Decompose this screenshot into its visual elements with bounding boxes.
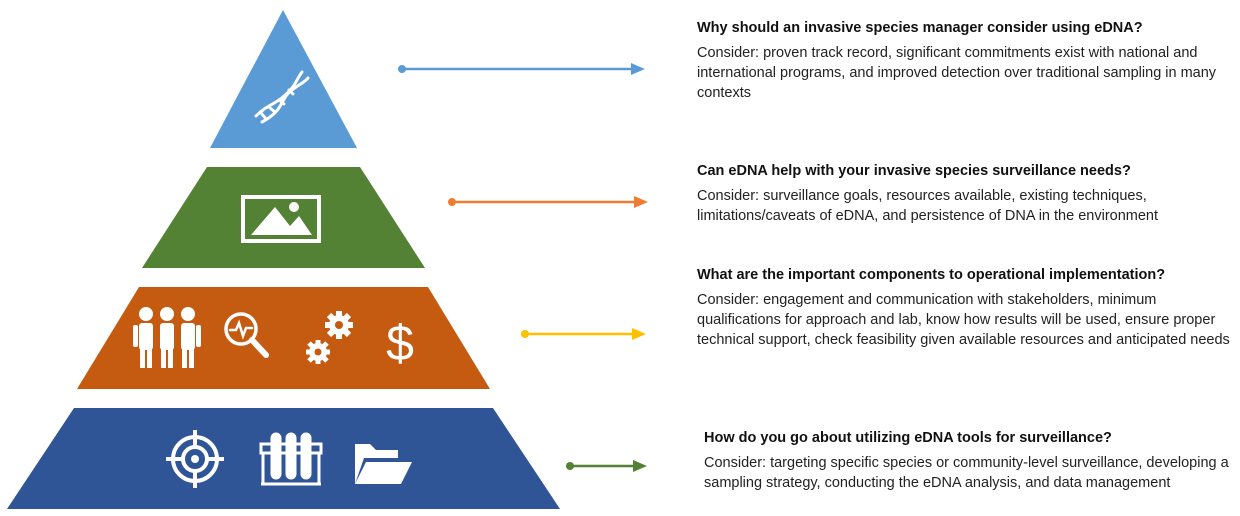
pyramid-tier-4 <box>7 408 560 509</box>
test-tubes-icon <box>259 432 323 486</box>
folder-icon <box>355 444 412 484</box>
tier-3-question: What are the important components to ope… <box>697 267 1166 283</box>
image-icon <box>241 195 321 243</box>
target-center <box>191 455 199 463</box>
tier-1-text: Why should an invasive species manager c… <box>697 19 1237 103</box>
tier-4-question: How do you go about utilizing eDNA tools… <box>704 430 1112 446</box>
pyramid-tier-2 <box>142 167 425 268</box>
tier-4-text: How do you go about utilizing eDNA tools… <box>704 429 1240 493</box>
dollar-icon: $ <box>386 315 414 371</box>
arrow-1 <box>398 63 645 75</box>
pyramid-tier-1 <box>210 10 357 148</box>
tier-3-consider: Consider: engagement and communication w… <box>697 292 1230 348</box>
tier-1-question: Why should an invasive species manager c… <box>697 20 1143 36</box>
tier-3-text: What are the important components to ope… <box>697 266 1237 350</box>
dna-icon <box>254 70 310 124</box>
tier-2-consider: Consider: surveillance goals, resources … <box>697 188 1159 224</box>
tier-1-consider: Consider: proven track record, significa… <box>697 45 1217 101</box>
tier-2-question: Can eDNA help with your invasive species… <box>697 163 1131 179</box>
magnify-chart-icon <box>224 312 269 358</box>
people-icon <box>133 307 201 368</box>
arrow-2 <box>448 196 648 208</box>
arrow-3 <box>521 328 646 340</box>
target-icon <box>166 430 224 488</box>
tier-2-text: Can eDNA help with your invasive species… <box>697 162 1237 226</box>
pyramid-diagram: $ <box>7 10 648 509</box>
arrow-4 <box>566 460 647 472</box>
gears-icon <box>306 311 353 364</box>
tier-4-consider: Consider: targeting specific species or … <box>704 455 1229 491</box>
pyramid-tier-3 <box>77 287 490 389</box>
